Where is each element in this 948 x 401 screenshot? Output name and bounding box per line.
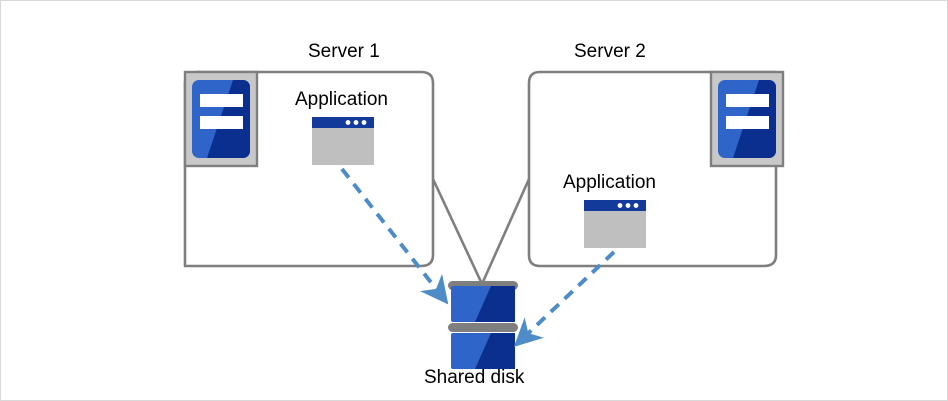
- server-1-title: Server 1: [308, 41, 380, 62]
- server1-to-disk-link: [431, 178, 484, 285]
- shared-disk-label: Shared disk: [424, 367, 525, 388]
- server-1-server-icon: [183, 70, 259, 168]
- server-1-application-label: Application: [295, 89, 388, 110]
- shared-disk-icon: [448, 281, 518, 369]
- app1-to-disk-access-arrow: [340, 167, 449, 305]
- server-2-title: Server 2: [574, 41, 646, 62]
- server-1-application-window-icon: [312, 117, 374, 165]
- server-2-server-icon: [709, 70, 785, 168]
- server-2-application-label: Application: [563, 172, 656, 193]
- server-2-application-window-icon: [584, 200, 646, 248]
- server2-to-disk-link: [480, 178, 531, 285]
- app2-to-disk-access-arrow: [513, 250, 616, 347]
